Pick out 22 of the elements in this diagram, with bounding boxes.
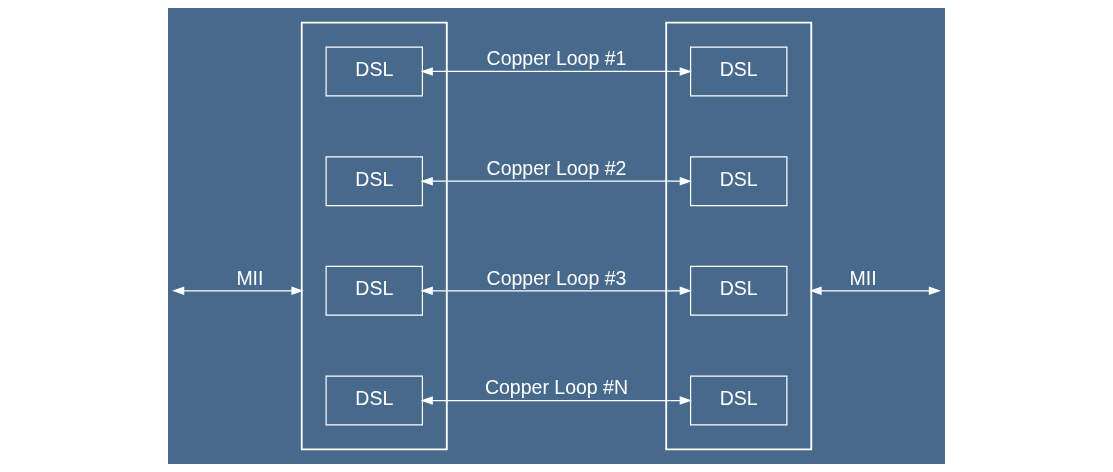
cluster xyxy=(665,21,813,451)
edge-label: Copper Loop #N xyxy=(484,376,629,399)
arrow xyxy=(172,286,304,296)
arrow xyxy=(420,286,692,296)
node-box: DSL xyxy=(689,265,788,316)
node-box: DSL xyxy=(325,156,424,207)
node-box: DSL xyxy=(689,375,788,426)
arrow xyxy=(809,286,941,296)
edge-label: MII xyxy=(849,266,877,289)
node-box: DSL xyxy=(689,46,788,97)
arrow xyxy=(420,176,692,186)
node-box: DSL xyxy=(325,265,424,316)
edge-label: MII xyxy=(236,266,264,289)
node-box: DSL xyxy=(689,156,788,207)
edge-label: Copper Loop #1 xyxy=(486,47,627,70)
node-box: DSL xyxy=(325,375,424,426)
arrow xyxy=(420,396,692,405)
edge-label: Copper Loop #3 xyxy=(486,266,627,289)
edge-label: Copper Loop #2 xyxy=(486,156,627,179)
node-box: DSL xyxy=(325,46,424,97)
cluster xyxy=(300,21,448,451)
arrow xyxy=(420,67,692,76)
